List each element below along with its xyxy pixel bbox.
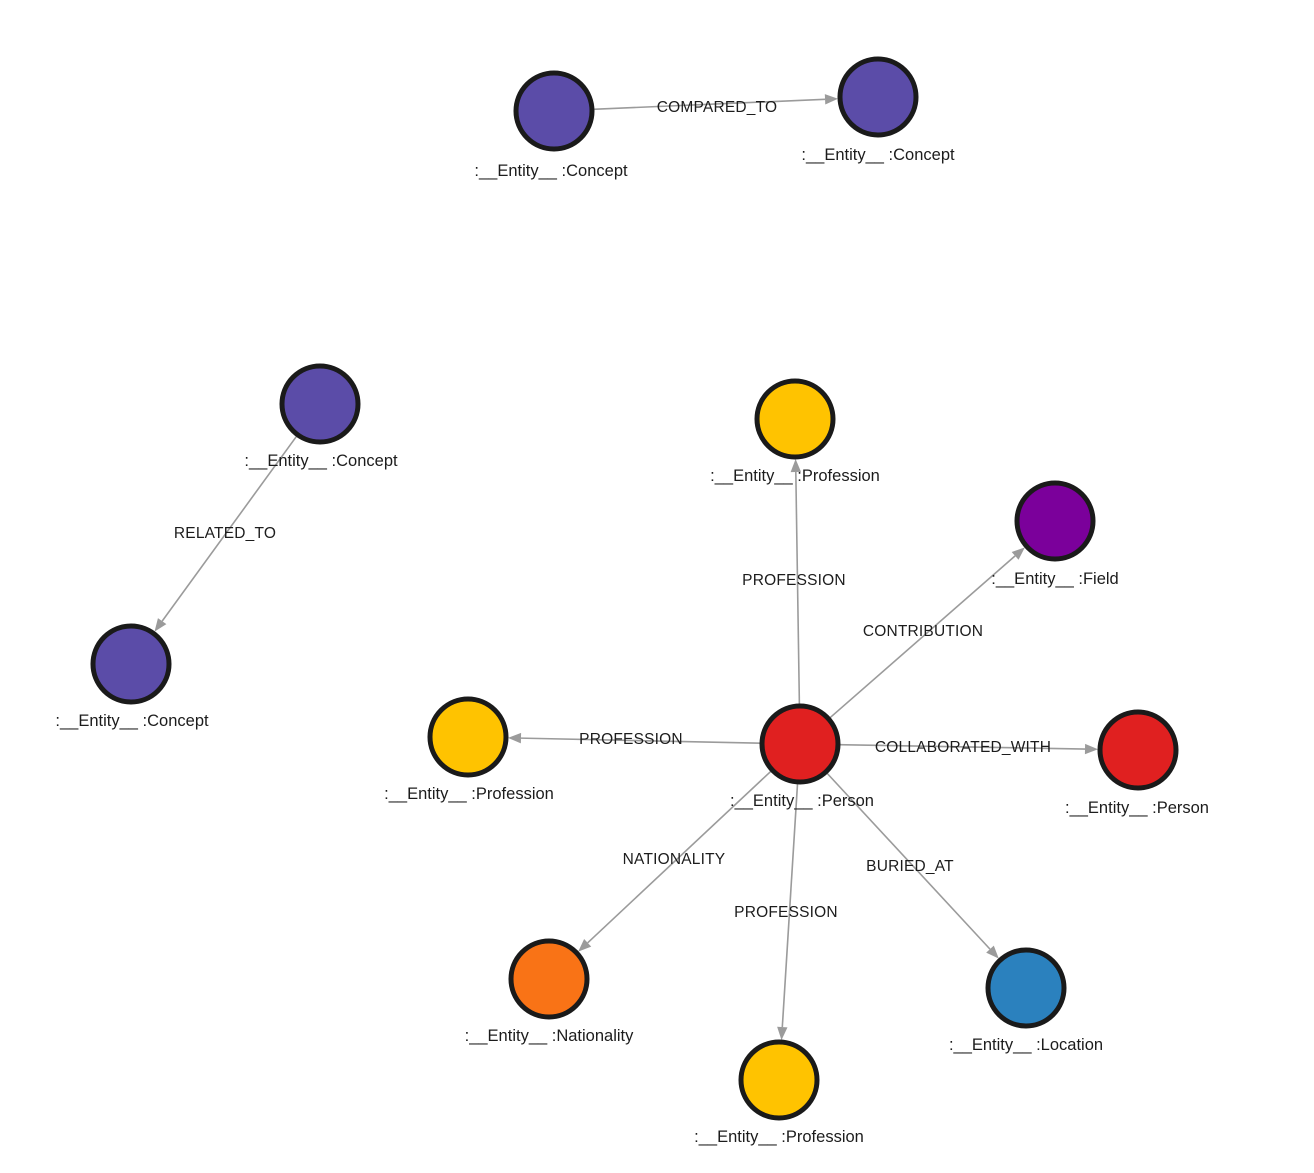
graph-edge-collaborated-with[interactable] [838, 743, 1086, 750]
graph-edge-contribution[interactable] [828, 555, 1016, 719]
arrow-head-icon [154, 618, 167, 632]
graph-node-profession[interactable] [427, 696, 509, 778]
node-caption-person: :__Entity__ :Person [1065, 799, 1209, 817]
edge-label: COLLABORATED_WITH [875, 739, 1051, 756]
edge-label: CONTRIBUTION [863, 623, 983, 640]
graph-edge-profession[interactable] [520, 737, 762, 744]
graph-node-person[interactable] [1097, 709, 1179, 791]
node-caption-field: :__Entity__ :Field [991, 570, 1119, 588]
arrow-head-icon [790, 458, 802, 473]
edge-label: PROFESSION [742, 572, 846, 589]
edges-layer [154, 94, 1099, 1041]
graph-edge-buried-at[interactable] [825, 772, 991, 950]
graph-edge-profession[interactable] [795, 471, 801, 706]
node-caption-profession: :__Entity__ :Profession [694, 1128, 864, 1146]
graph-node-concept[interactable] [837, 56, 919, 138]
edge-label: PROFESSION [579, 731, 683, 748]
graph-node-field[interactable] [1014, 480, 1096, 562]
graph-node-concept[interactable] [513, 70, 595, 152]
graph-node-profession[interactable] [754, 378, 836, 460]
arrow-head-icon [986, 945, 999, 959]
graph-node-person[interactable] [759, 703, 841, 785]
node-caption-profession: :__Entity__ :Profession [710, 467, 880, 485]
node-caption-concept: :__Entity__ :Concept [474, 162, 628, 180]
arrow-head-icon [824, 94, 839, 105]
edge-label: PROFESSION [734, 904, 838, 921]
arrow-head-icon [1011, 547, 1025, 560]
arrow-head-icon [507, 732, 522, 744]
graph-node-concept[interactable] [90, 623, 172, 705]
node-caption-concept: :__Entity__ :Concept [801, 146, 955, 164]
edge-label: BURIED_AT [866, 858, 954, 875]
arrow-head-icon [578, 938, 592, 952]
graph-edge-profession[interactable] [781, 782, 799, 1028]
edge-label: RELATED_TO [174, 525, 276, 542]
node-caption-nationality: :__Entity__ :Nationality [465, 1027, 635, 1045]
node-caption-concept: :__Entity__ :Concept [55, 712, 209, 730]
graph-node-profession[interactable] [738, 1039, 820, 1121]
graph-node-location[interactable] [985, 947, 1067, 1029]
graph-node-concept[interactable] [279, 363, 361, 445]
edge-label: COMPARED_TO [657, 99, 777, 116]
graph-node-nationality[interactable] [508, 938, 590, 1020]
arrow-head-icon [777, 1026, 788, 1041]
graph-edge-related-to[interactable] [161, 435, 298, 622]
graph-edge-nationality[interactable] [587, 770, 773, 944]
node-caption-profession: :__Entity__ :Profession [384, 785, 554, 803]
node-caption-location: :__Entity__ :Location [949, 1036, 1103, 1054]
node-caption-person: :__Entity__ :Person [730, 792, 874, 810]
edge-label: NATIONALITY [623, 851, 726, 868]
graph-edge-compared-to[interactable] [592, 98, 826, 111]
nodes-layer [90, 56, 1179, 1121]
node-caption-concept: :__Entity__ :Concept [244, 452, 398, 470]
edge-captions-layer: COMPARED_TO RELATED_TO PROFESSION CONTRIBUT… [174, 99, 1051, 921]
arrow-head-icon [1084, 743, 1099, 755]
node-captions-layer: :__Entity__ :Concept :__Entity__ :Concept… [55, 146, 1209, 1146]
